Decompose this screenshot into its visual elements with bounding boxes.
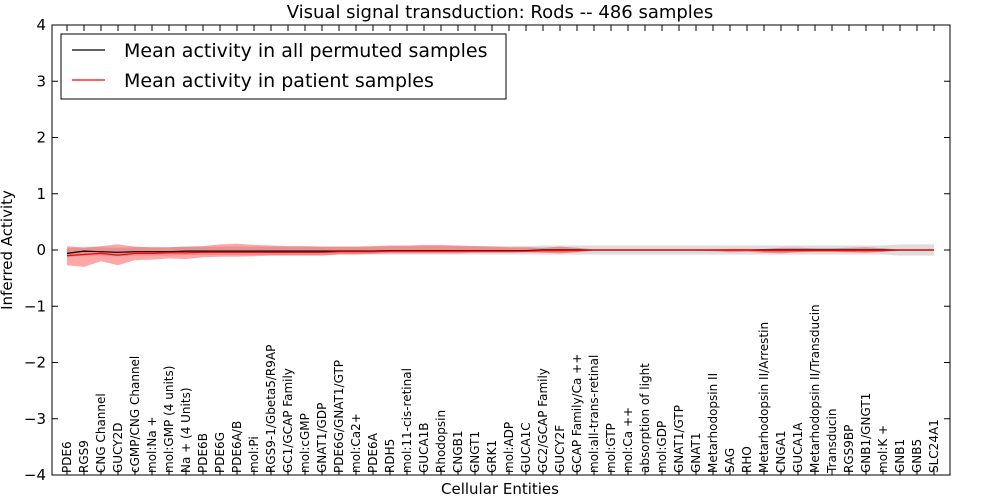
x-tick-label: RGS9 [77, 440, 91, 473]
y-axis-label: Inferred Activity [0, 190, 16, 310]
x-tick-label: mol:Ca ++ [621, 407, 635, 473]
x-tick-label: GNAT1/GDP [315, 403, 329, 473]
x-tick-label: GUCA1A [791, 422, 805, 473]
x-tick-label: PDE6G [213, 432, 227, 473]
x-tick-label: Metarhodopsin II/Transducin [808, 304, 822, 473]
y-tick-label: 4 [36, 16, 46, 34]
x-tick-label: mol:GTP [604, 423, 618, 473]
x-tick-label: CNGB1 [451, 430, 465, 473]
x-tick-label: RDH5 [383, 439, 397, 473]
x-tick-label: SAG [723, 448, 737, 473]
y-tick-label: 0 [36, 241, 46, 259]
legend-box [60, 33, 507, 100]
y-tick-label: 2 [36, 129, 46, 147]
x-tick-label: GUCY2F [553, 425, 567, 473]
x-tick-label: mol:Ca2+ [349, 413, 363, 473]
y-tick-label: −4 [24, 466, 46, 484]
x-tick-label: PDE6 [60, 441, 74, 473]
plot-area [51, 24, 951, 476]
x-tick-label: PDE6G/GNAT1/GTP [332, 360, 346, 473]
legend-label-patient: Mean activity in patient samples [124, 70, 434, 92]
x-tick-label: mol:GDP [655, 421, 669, 473]
x-tick-label: GCAP Family/Ca ++ [570, 354, 584, 473]
x-tick-label: Transducin [825, 409, 839, 474]
x-tick-label: RGS9-1/Gbeta5/R9AP [264, 345, 278, 473]
x-tick-label: Rhodopsin [434, 410, 448, 473]
x-tick-label: CNGA1 [774, 431, 788, 474]
chart-title: Visual signal transduction: Rods -- 486 … [287, 2, 714, 23]
x-tick-label: mol:Na + [145, 416, 159, 473]
series-line-1 [66, 249, 934, 257]
x-tick-label: GUCA1C [519, 422, 533, 473]
y-tick-label: −3 [24, 410, 46, 428]
x-tick-label: RGS9BP [842, 425, 856, 473]
x-tick-label: Na + (4 Units) [179, 387, 193, 473]
x-tick-label: GNB1/GNGT1 [859, 393, 873, 473]
y-axis: −4 −3 −2 −1 0 1 2 3 4 [24, 16, 950, 484]
x-tick-label: mol:all-trans-retinal [587, 355, 601, 473]
legend: Mean activity in all permuted samples Me… [60, 33, 507, 100]
y-tick-label: 3 [36, 72, 46, 90]
x-tick-label: PDE6B [196, 433, 210, 473]
x-tick-label: GNAT1 [689, 432, 703, 473]
x-tick-label: mol:Pi [247, 436, 261, 473]
x-tick-label: PDE6A [366, 432, 380, 473]
x-tick-label: GNGT1 [468, 431, 482, 473]
x-tick-label: cGMP/CNG Channel [128, 356, 142, 473]
x-tick-label: GC1/GCAP Family [281, 368, 295, 473]
x-tick-label: CNG Channel [94, 393, 108, 473]
y-tick-label: 1 [36, 185, 46, 203]
x-tick-label: GNB5 [910, 439, 924, 473]
x-tick-label: mol:GMP (4 units) [162, 366, 176, 473]
x-tick-label: Metarhodopsin II/Arrestin [757, 322, 771, 473]
x-tick-label: mol:K + [876, 425, 890, 473]
x-tick-label: GRK1 [485, 440, 499, 473]
x-tick-label: GUCY2D [111, 423, 125, 473]
x-tick-label: absorption of light [638, 363, 652, 473]
x-tick-label: RHO [740, 446, 754, 473]
x-tick-label: GC2/GCAP Family [536, 368, 550, 473]
y-tick-label: −2 [24, 354, 46, 372]
x-tick-label: mol:11-cis-retinal [400, 368, 414, 473]
legend-label-permuted: Mean activity in all permuted samples [124, 40, 487, 62]
x-tick-label: SLC24A1 [927, 419, 941, 473]
x-tick-label: mol:cGMP [298, 413, 312, 473]
x-axis-label: Cellular Entities [441, 480, 559, 498]
x-tick-label: GNB1 [893, 439, 907, 473]
x-tick-label: PDE6A/B [230, 421, 244, 473]
x-tick-label: Metarhodopsin II [706, 373, 720, 473]
x-tick-label: mol:ADP [502, 422, 516, 473]
y-tick-label: −1 [24, 297, 46, 315]
x-tick-label: GUCA1B [417, 422, 431, 473]
x-tick-label: GNAT1/GTP [672, 405, 686, 473]
